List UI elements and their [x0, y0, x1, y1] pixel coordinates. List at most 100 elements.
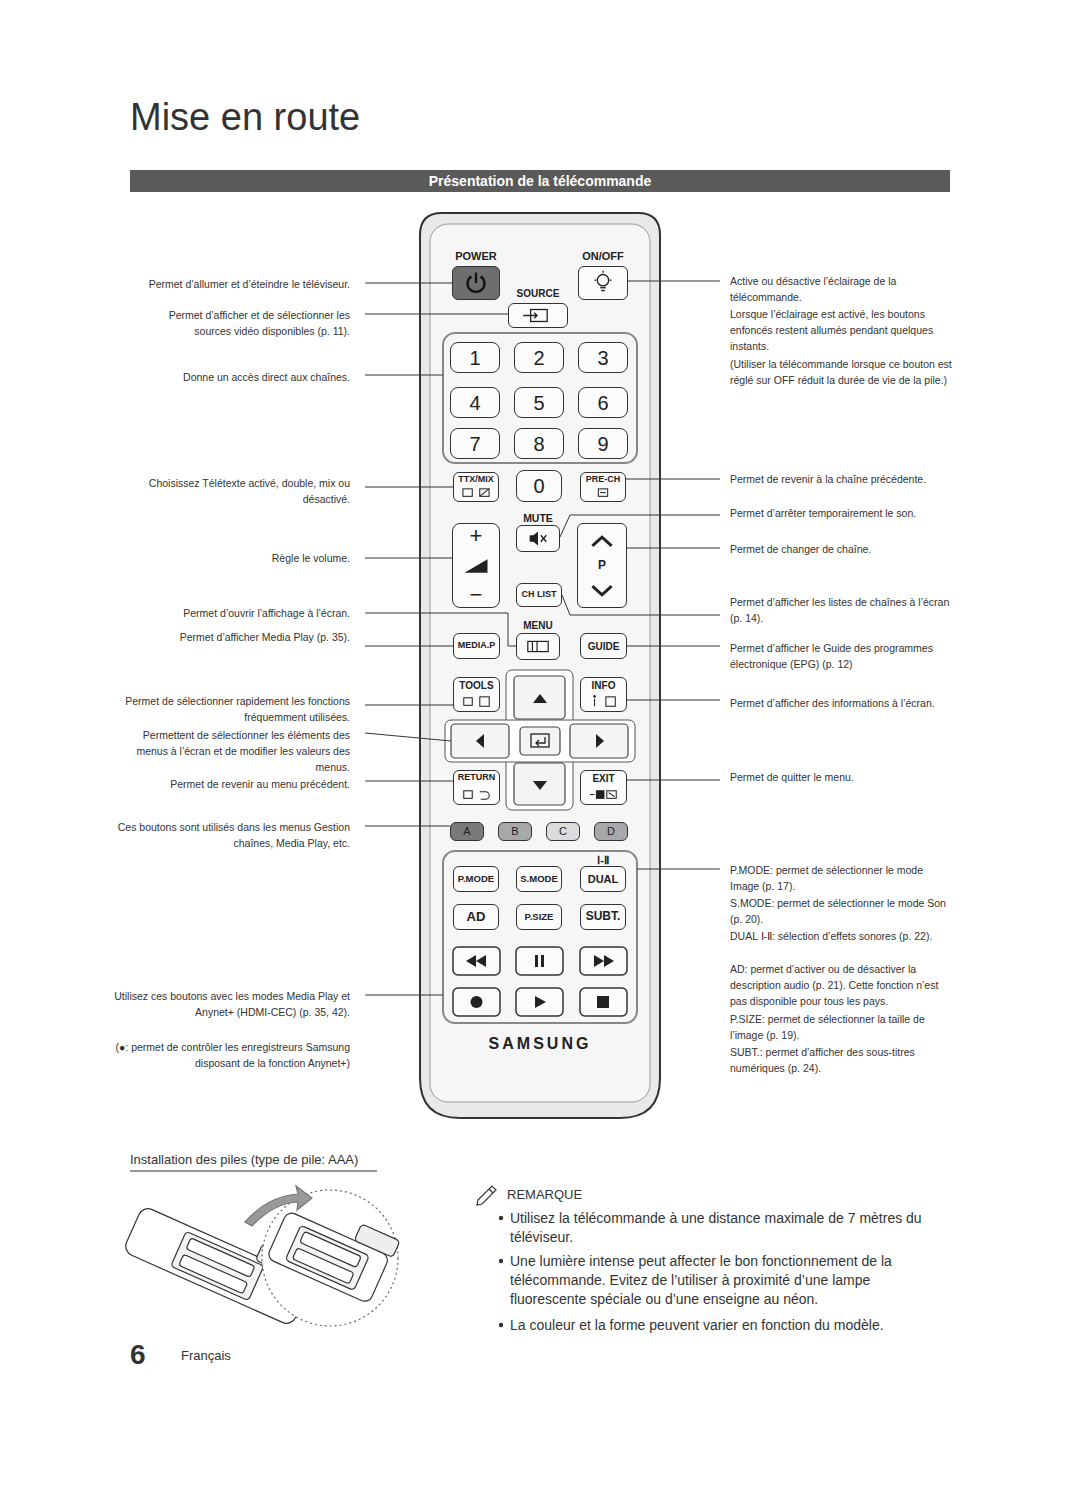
- volume-button: +−: [452, 523, 500, 608]
- subt-button: SUBT.: [580, 904, 626, 930]
- button-text: 0: [533, 475, 544, 497]
- button-face: 8: [514, 428, 564, 459]
- button-face: D: [594, 822, 628, 841]
- button-face: 1: [450, 342, 500, 373]
- button-text: 3: [597, 347, 608, 369]
- chlist-button: CH LIST: [516, 583, 562, 607]
- button-face: INFO: [580, 677, 627, 712]
- button-face: DUAL: [580, 866, 626, 892]
- button-text: 5: [533, 392, 544, 414]
- heading-underline: [130, 1171, 377, 1172]
- return-button: RETURN: [453, 770, 500, 805]
- button-face: SUBT.: [580, 904, 626, 930]
- section-heading: Installation des piles (type de pile: AA…: [130, 1151, 450, 1169]
- bullet-dots: [499, 1216, 503, 1327]
- button-text: EXIT: [592, 773, 614, 784]
- callout-text: Permet de changer de chaîne.: [730, 541, 955, 557]
- ad-button: AD: [453, 904, 499, 930]
- button-text: AD: [467, 910, 486, 924]
- number-button: 1: [450, 342, 500, 373]
- button-face: 3: [578, 342, 628, 373]
- number-button: 9: [578, 428, 628, 459]
- smode-button: S.MODE: [516, 866, 562, 892]
- button-face: CH LIST: [516, 583, 562, 607]
- media-p-button: MEDIA.P: [453, 633, 500, 659]
- callout-text: Ces boutons sont utilisés dans les menus…: [110, 819, 350, 851]
- button-text: GUIDE: [588, 641, 620, 652]
- button-face: GUIDE: [580, 633, 627, 659]
- button-face: 6: [578, 387, 628, 418]
- button-text: TTX/MIX: [458, 475, 494, 485]
- exit-button: EXIT: [580, 770, 627, 805]
- page-number: 6: [130, 1336, 170, 1374]
- button-face: TOOLS: [453, 677, 500, 712]
- bulb-icon: [579, 267, 627, 299]
- callout-text: Permet de revenir à la chaîne précédente…: [730, 471, 955, 487]
- callout-text: Permet de sélectionner rapidement les fo…: [110, 693, 350, 725]
- section-title: Présentation de la télécommande: [429, 173, 652, 189]
- callout-text: Permet d’afficher et de sélectionner les…: [150, 307, 350, 339]
- source-button: SOURCE: [508, 283, 568, 328]
- button-face: 0: [516, 470, 562, 502]
- button-text: CH LIST: [522, 590, 557, 600]
- note-text: Une lumière intense peut affecter le bon…: [510, 1252, 950, 1309]
- mute-icon: [517, 526, 559, 551]
- button-text: 9: [597, 433, 608, 455]
- number-button: 6: [578, 387, 628, 418]
- psize-button: P.SIZE: [516, 904, 562, 930]
- source-icon: [509, 304, 567, 327]
- light-button: ON/OFF: [578, 246, 628, 300]
- button-face: 7: [450, 428, 500, 459]
- button-text: INFO: [592, 680, 616, 691]
- button-text: 1: [469, 347, 480, 369]
- callout-text: AD: permet d’activer ou de désactiver la…: [730, 961, 955, 1009]
- button-text: P.SIZE: [525, 912, 554, 922]
- button-text: PRE-CH: [586, 475, 621, 485]
- note-pencil-icon: [477, 1186, 496, 1205]
- dual-button: Ⅰ-ⅡDUAL: [580, 850, 626, 892]
- battery-illustration: [123, 1186, 400, 1326]
- callout-text: P.MODE: permet de sélectionner le mode I…: [730, 862, 955, 894]
- button-face: P: [577, 523, 627, 608]
- note-heading: REMARQUE: [507, 1186, 707, 1204]
- info-button: INFO: [580, 677, 627, 712]
- button-face: P.MODE: [453, 866, 499, 892]
- number-button: 5: [514, 387, 564, 418]
- callout-text: Active ou désactive l’éclairage de la té…: [730, 273, 955, 305]
- button-face: +−: [452, 523, 500, 608]
- button-face: S.MODE: [516, 866, 562, 892]
- number-button: 4: [450, 387, 500, 418]
- color-button: C: [546, 822, 580, 841]
- callout-text: Règle le volume.: [150, 550, 350, 566]
- callout-text: Permet de quitter le menu.: [730, 769, 955, 785]
- button-text: RETURN: [458, 773, 496, 783]
- menu-icon: [517, 634, 559, 659]
- menu-button: MENU: [516, 615, 560, 660]
- button-face: PRE-CH: [580, 472, 626, 502]
- button-text: B: [511, 825, 518, 837]
- callout-text: (Utiliser la télécommande lorsque ce bou…: [730, 356, 955, 388]
- button-face: 2: [514, 342, 564, 373]
- button-face: [452, 266, 500, 300]
- button-face: A: [450, 822, 484, 841]
- callout-text: Donne un accès direct aux chaînes.: [150, 369, 350, 385]
- button-text: P.MODE: [458, 874, 494, 884]
- button-face: MEDIA.P: [453, 633, 500, 659]
- button-face: 9: [578, 428, 628, 459]
- callout-text: Choisissez Télétexte activé, double, mix…: [110, 475, 350, 507]
- page-title: Mise en route: [130, 96, 360, 139]
- callout-text: Permet d’afficher le Guide des programme…: [730, 640, 955, 672]
- button-text: D: [607, 825, 615, 837]
- button-text: DUAL: [588, 873, 619, 885]
- button-face: EXIT: [580, 770, 627, 805]
- button-text: 8: [533, 433, 544, 455]
- button-text: 4: [469, 392, 480, 414]
- leader-lines: [365, 281, 720, 995]
- button-text: A: [463, 825, 470, 837]
- button-face: RETURN: [453, 770, 500, 805]
- button-text: 6: [597, 392, 608, 414]
- button-text: −: [470, 583, 483, 607]
- ttx-button: TTX/MIX: [453, 472, 499, 502]
- mute-button: MUTE: [516, 508, 560, 552]
- callout-text: Permet d’ouvrir l’affichage à l’écran.: [110, 605, 350, 621]
